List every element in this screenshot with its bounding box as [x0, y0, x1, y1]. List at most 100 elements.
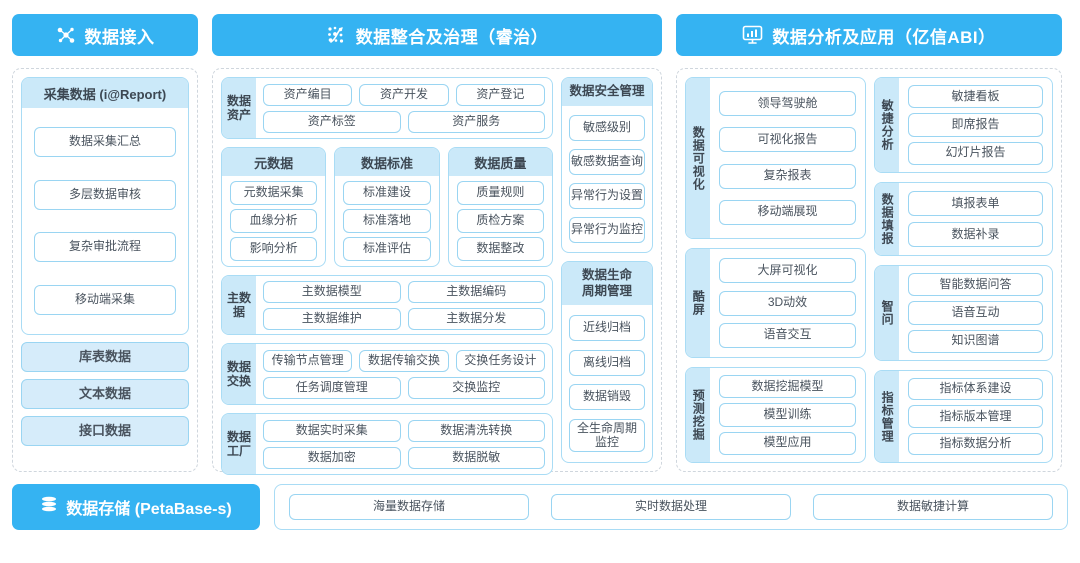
- block-label: 智问: [874, 266, 899, 360]
- list-item[interactable]: 指标体系建设: [907, 378, 1043, 401]
- card-title: 元数据: [222, 148, 326, 176]
- list-item[interactable]: 海量数据存储: [289, 494, 529, 520]
- block-label: 数据交换: [222, 344, 256, 404]
- list-item[interactable]: 资产标签: [263, 110, 401, 133]
- list-item[interactable]: 交换任务设计: [455, 349, 545, 372]
- item-row: 传输节点管理 数据传输交换 交换任务设计: [263, 349, 545, 372]
- list-item[interactable]: 资产服务: [407, 110, 545, 133]
- block-items: 资产编目 资产开发 资产登记 资产标签 资产服务: [256, 78, 552, 138]
- item-row: 主数据模型 主数据编码: [263, 280, 545, 303]
- list-item[interactable]: 主数据维护: [263, 307, 401, 330]
- list-item[interactable]: 血缘分析: [230, 209, 318, 233]
- list-item[interactable]: 库表数据: [21, 342, 189, 372]
- list-item[interactable]: 指标数据分析: [907, 432, 1043, 455]
- list-item[interactable]: 标准评估: [343, 237, 431, 261]
- list-item[interactable]: 语音互动: [907, 301, 1043, 325]
- list-item[interactable]: 幻灯片报告: [907, 141, 1043, 165]
- list-item[interactable]: 交换监控: [407, 376, 545, 399]
- header-label: 数据接入: [84, 27, 155, 47]
- list-item[interactable]: 语音交互: [719, 322, 856, 348]
- item-row: 数据加密 数据脱敏: [263, 446, 545, 469]
- list-item[interactable]: 数据补录: [907, 222, 1043, 247]
- block-label: 酷屏: [686, 249, 710, 357]
- collect-data-card: 采集数据 (i@Report) 数据采集汇总 多层数据审核 复杂审批流程 移动端…: [21, 77, 189, 335]
- list-item[interactable]: 数据清洗转换: [407, 419, 545, 442]
- list-item[interactable]: 模型应用: [719, 431, 856, 455]
- list-item[interactable]: 多层数据审核: [34, 179, 176, 210]
- list-item[interactable]: 近线归档: [569, 314, 645, 341]
- data-dots-icon: [326, 25, 347, 46]
- list-item[interactable]: 主数据分发: [407, 307, 545, 330]
- block-data-visualization: 数据可视化 领导驾驶舱 可视化报告 复杂报表 移动端展现: [685, 77, 866, 239]
- list-item[interactable]: 智能数据问答: [907, 273, 1043, 297]
- governance-side-stack: 数据安全管理 敏感级别 敏感数据查询 异常行为设置 异常行为监控 数据生命 周期…: [561, 77, 653, 463]
- header-label: 数据分析及应用（亿信ABI）: [772, 27, 996, 47]
- list-item[interactable]: 实时数据处理: [551, 494, 791, 520]
- list-item[interactable]: 异常行为设置: [569, 182, 645, 209]
- list-item[interactable]: 传输节点管理: [263, 349, 353, 372]
- card-items: 质量规则 质检方案 数据整改: [449, 176, 552, 266]
- list-item[interactable]: 数据传输交换: [359, 349, 449, 372]
- list-item[interactable]: 可视化报告: [719, 127, 856, 153]
- list-item[interactable]: 资产编目: [263, 83, 353, 106]
- list-item[interactable]: 敏感级别: [569, 114, 645, 141]
- header-data-ingest[interactable]: 数据接入: [12, 14, 198, 56]
- block-data-exchange: 数据交换 传输节点管理 数据传输交换 交换任务设计 任务调度管理 交换监控: [221, 343, 553, 405]
- card-items: 标准建设 标准落地 标准评估: [335, 176, 438, 266]
- list-item[interactable]: 敏捷看板: [907, 85, 1043, 109]
- card-items: 敏感级别 敏感数据查询 异常行为设置 异常行为监控: [562, 106, 652, 252]
- card-title: 数据生命 周期管理: [562, 262, 652, 306]
- list-item[interactable]: 即席报告: [907, 113, 1043, 137]
- list-item[interactable]: 离线归档: [569, 349, 645, 376]
- list-item[interactable]: 数据销毁: [569, 384, 645, 411]
- block-items: 敏捷看板 即席报告 幻灯片报告: [899, 78, 1052, 172]
- list-item[interactable]: 主数据模型: [263, 280, 401, 303]
- list-item[interactable]: 移动端采集: [34, 284, 176, 315]
- list-item[interactable]: 数据采集汇总: [34, 127, 176, 158]
- list-item[interactable]: 3D动效: [719, 290, 856, 316]
- list-item[interactable]: 领导驾驶舱: [719, 91, 856, 117]
- bottom-row: 数据存储 (PetaBase-s) 海量数据存储 实时数据处理 数据敏捷计算: [12, 484, 1068, 530]
- item-row: 资产编目 资产开发 资产登记: [263, 83, 545, 106]
- list-item[interactable]: 质检方案: [456, 209, 544, 233]
- block-master-data: 主数据 主数据模型 主数据编码 主数据维护 主数据分发: [221, 275, 553, 335]
- block-items: 传输节点管理 数据传输交换 交换任务设计 任务调度管理 交换监控: [256, 344, 552, 404]
- block-label: 数据可视化: [686, 78, 710, 238]
- list-item[interactable]: 数据加密: [263, 446, 401, 469]
- block-label: 指标管理: [874, 371, 899, 462]
- list-item[interactable]: 标准落地: [343, 209, 431, 233]
- list-item[interactable]: 异常行为监控: [569, 216, 645, 243]
- block-items: 数据实时采集 数据清洗转换 数据加密 数据脱敏: [256, 414, 552, 474]
- list-item[interactable]: 移动端展现: [719, 199, 856, 225]
- list-item[interactable]: 数据敏捷计算: [813, 494, 1053, 520]
- list-item[interactable]: 接口数据: [21, 416, 189, 446]
- header-data-analysis[interactable]: 数据分析及应用（亿信ABI）: [676, 14, 1062, 56]
- list-item[interactable]: 敏感数据查询: [569, 148, 645, 175]
- block-smart-qa: 智问 智能数据问答 语音互动 知识图谱: [873, 265, 1053, 361]
- list-item[interactable]: 全生命周期 监控: [569, 418, 645, 453]
- list-item[interactable]: 数据实时采集: [263, 419, 401, 442]
- list-item[interactable]: 复杂报表: [719, 163, 856, 189]
- list-item[interactable]: 质量规则: [456, 181, 544, 205]
- list-item[interactable]: 影响分析: [230, 237, 318, 261]
- list-item[interactable]: 任务调度管理: [263, 376, 401, 399]
- list-item[interactable]: 数据整改: [456, 237, 544, 261]
- header-data-storage[interactable]: 数据存储 (PetaBase-s): [12, 484, 260, 530]
- list-item[interactable]: 数据脱敏: [407, 446, 545, 469]
- list-item[interactable]: 复杂审批流程: [34, 232, 176, 263]
- list-item[interactable]: 资产开发: [359, 83, 449, 106]
- block-data-filling: 数据填报 填报表单 数据补录: [873, 182, 1053, 256]
- list-item[interactable]: 元数据采集: [230, 181, 318, 205]
- header-data-governance[interactable]: 数据整合及治理（睿治）: [212, 14, 662, 56]
- list-item[interactable]: 数据挖掘模型: [719, 375, 856, 399]
- list-item[interactable]: 指标版本管理: [907, 405, 1043, 428]
- list-item[interactable]: 填报表单: [907, 191, 1043, 216]
- list-item[interactable]: 知识图谱: [907, 329, 1043, 353]
- list-item[interactable]: 大屏可视化: [719, 258, 856, 284]
- list-item[interactable]: 模型训练: [719, 403, 856, 427]
- list-item[interactable]: 主数据编码: [407, 280, 545, 303]
- list-item[interactable]: 资产登记: [455, 83, 545, 106]
- list-item[interactable]: 文本数据: [21, 379, 189, 409]
- card-metadata: 元数据 元数据采集 血缘分析 影响分析: [221, 147, 327, 267]
- list-item[interactable]: 标准建设: [343, 181, 431, 205]
